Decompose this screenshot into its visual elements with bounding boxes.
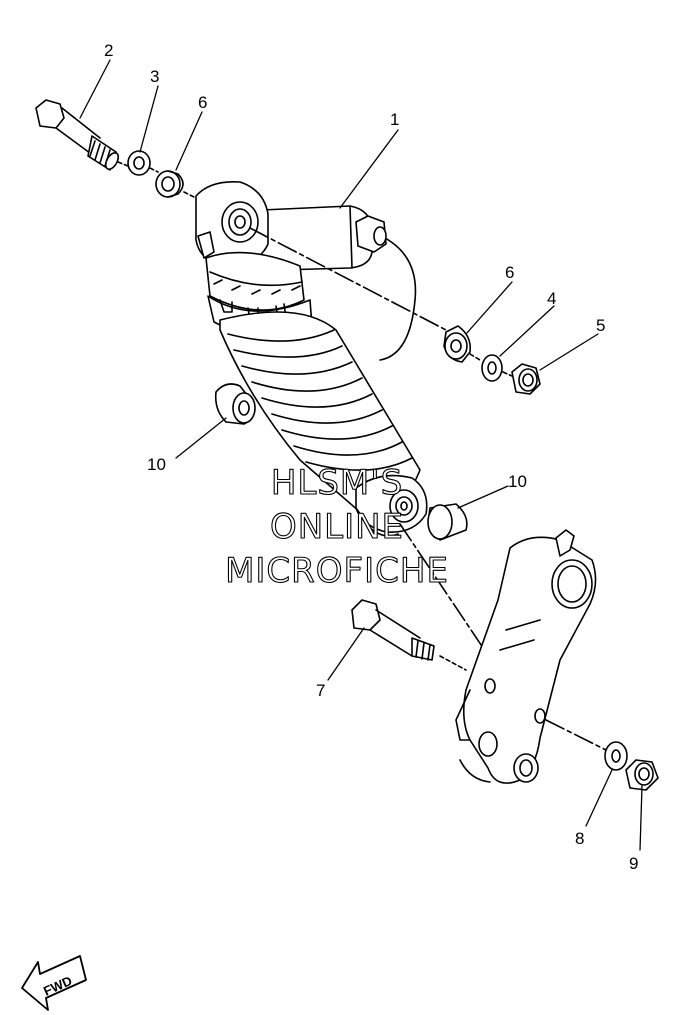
leader-lines	[79, 59, 643, 851]
bushing-right[interactable]	[427, 503, 468, 541]
callout-3: 3	[150, 67, 159, 86]
collar-upper[interactable]	[155, 170, 184, 198]
callout-2: 2	[104, 41, 113, 60]
callout-5: 5	[596, 316, 605, 335]
callout-4: 4	[547, 289, 556, 308]
washer-upper[interactable]	[127, 150, 151, 176]
washer-right[interactable]	[481, 354, 503, 382]
relay-arm[interactable]	[455, 529, 597, 784]
callout-10-right: 10	[508, 472, 527, 491]
bushing-left[interactable]	[214, 383, 256, 425]
rear-shock-absorber[interactable]	[195, 180, 428, 537]
bolt-lower[interactable]	[351, 599, 435, 661]
callout-1: 1	[390, 110, 399, 129]
watermark-line-1: HLSM'S	[271, 463, 403, 503]
watermark-line-2: ONLINE	[270, 507, 404, 547]
washer-lower[interactable]	[604, 741, 628, 771]
collar-right[interactable]	[443, 325, 472, 363]
nut-lower[interactable]	[625, 759, 659, 791]
callout-6-right: 6	[505, 263, 514, 282]
callout-9: 9	[629, 854, 638, 873]
nut-upper[interactable]	[511, 363, 541, 395]
callout-8: 8	[575, 829, 584, 848]
fwd-arrow-icon: FWD	[21, 955, 87, 1011]
callout-6-upper: 6	[198, 93, 207, 112]
watermark: HLSM'S ONLINE MICROFICHE	[225, 462, 449, 591]
callout-10-left: 10	[147, 455, 166, 474]
watermark-line-3: MICROFICHE	[225, 551, 449, 591]
callout-7: 7	[316, 681, 325, 700]
bolt-upper[interactable]	[35, 99, 121, 171]
